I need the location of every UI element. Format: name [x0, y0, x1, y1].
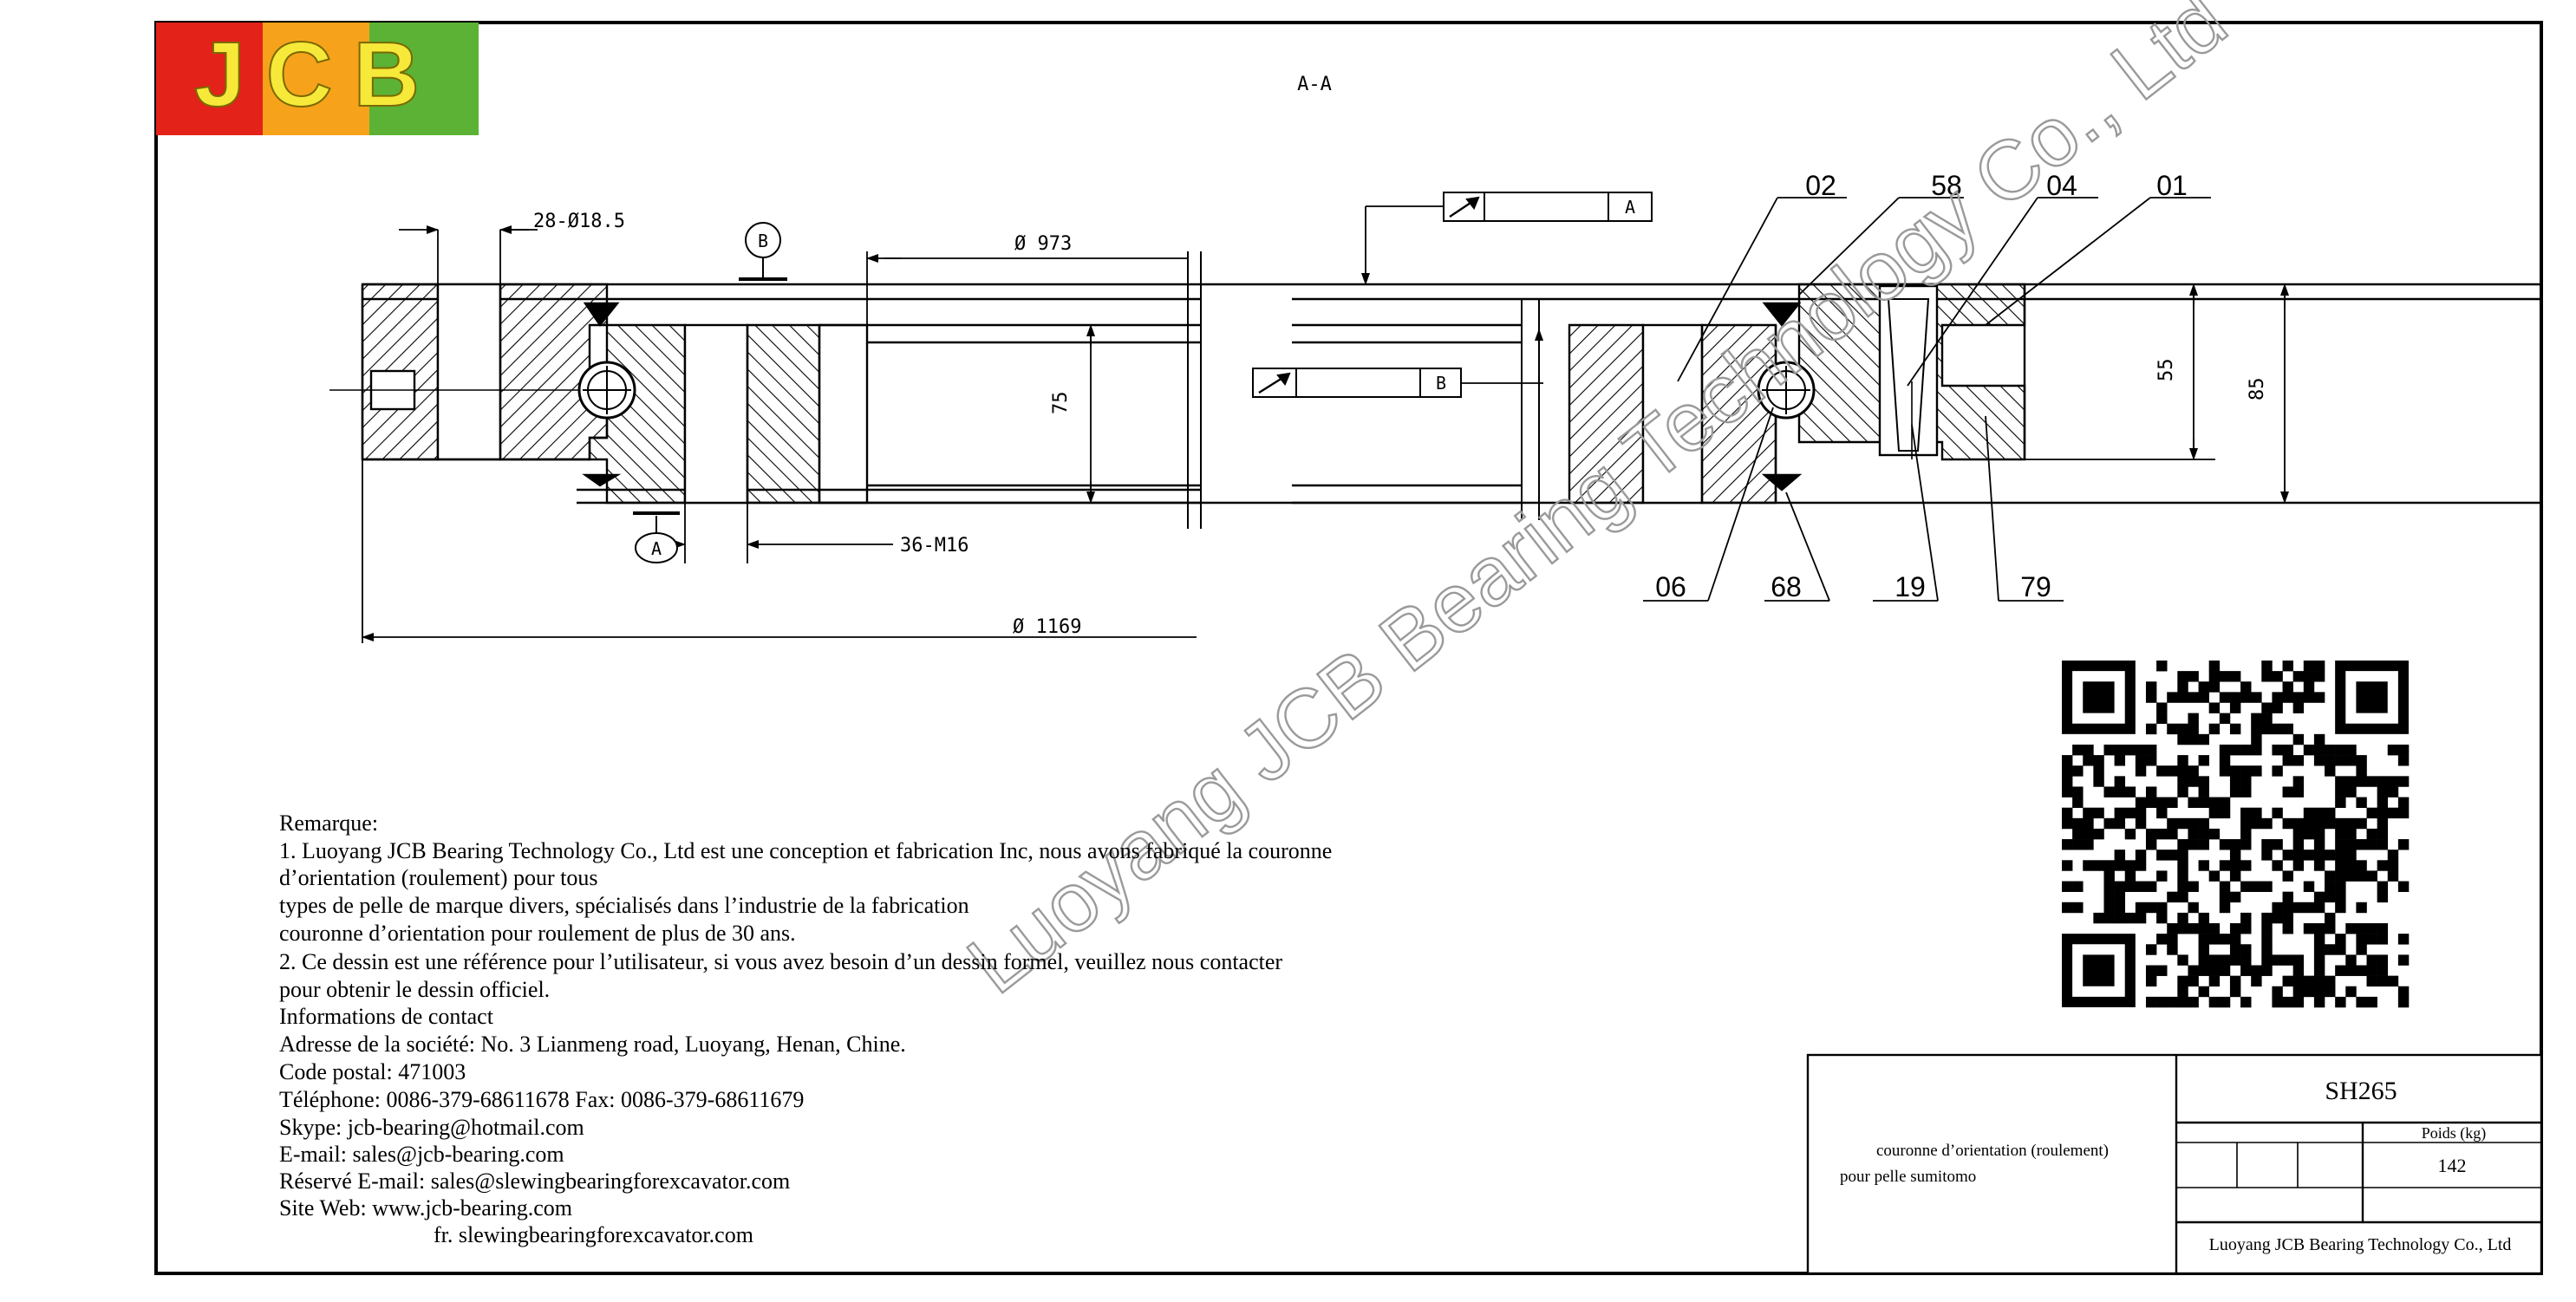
dim-height-55: 55 — [2155, 359, 2177, 382]
section-label: A-A — [1297, 74, 1332, 95]
dim-holes-inner: 36-M16 — [900, 535, 968, 557]
part-label-19: 19 — [1895, 571, 1926, 602]
title-block — [1806, 1053, 2543, 1275]
datum-b-label: B — [758, 231, 768, 251]
title-company: Luoyang JCB Bearing Technology Co., Ltd — [2209, 1235, 2512, 1254]
part-leaders — [1643, 197, 2211, 602]
logo-orange-block — [263, 23, 369, 135]
notes-block: Remarque: 1. Luoyang JCB Bearing Technol… — [279, 810, 1332, 1247]
title-weight-value: 142 — [2438, 1155, 2467, 1176]
part-labels: 02 58 04 01 06 68 19 79 — [1655, 170, 2188, 602]
note-line-14: Site Web: www.jcb-bearing.com — [279, 1195, 572, 1221]
note-line-9: Code postal: 471003 — [279, 1059, 466, 1084]
part-label-79: 79 — [2020, 571, 2051, 602]
logo-red-block — [156, 23, 263, 135]
dimension-labels: 28-Ø18.5 Ø 973 75 36-M16 Ø 1169 55 85 — [533, 211, 2268, 638]
tolerance-ref-a: A — [1625, 197, 1635, 218]
dim-holes-outer: 28-Ø18.5 — [533, 211, 625, 232]
part-label-58: 58 — [1931, 170, 1962, 201]
tolerance-frame-a — [1443, 192, 1653, 222]
dim-height-75: 75 — [1050, 392, 1072, 415]
dim-outer-diameter: Ø 1169 — [1013, 616, 1081, 638]
note-line-12: E-mail: sales@jcb-bearing.com — [279, 1142, 564, 1167]
note-line-15: fr. slewingbearingforexcavator.com — [434, 1222, 753, 1247]
part-label-68: 68 — [1771, 571, 1802, 602]
note-line-3: types de pelle de marque divers, spécial… — [279, 893, 969, 918]
datum-a — [633, 511, 680, 563]
title-description-1: couronne d’orientation (roulement) — [1876, 1142, 2109, 1160]
dim-inner-diameter: Ø 973 — [1014, 233, 1072, 255]
title-model: SH265 — [2325, 1077, 2397, 1105]
part-label-04: 04 — [2046, 170, 2077, 201]
note-line-1: 1. Luoyang JCB Bearing Technology Co., L… — [279, 838, 1332, 863]
cross-section — [329, 251, 2540, 529]
note-line-0: Remarque: — [279, 810, 378, 836]
datum-a-label: A — [651, 538, 662, 559]
tolerance-ref-b: B — [1436, 373, 1446, 394]
note-line-10: Téléphone: 0086-379-68611678 Fax: 0086-3… — [279, 1087, 804, 1112]
note-line-13: Réservé E-mail: sales@slewingbearingfore… — [279, 1169, 790, 1194]
datum-b — [739, 222, 787, 281]
note-line-5: 2. Ce dessin est une référence pour l’ut… — [279, 949, 1282, 974]
logo-green-block — [369, 23, 479, 135]
jcb-logo: JCB — [156, 23, 479, 135]
title-weight-label: Poids (kg) — [2422, 1124, 2487, 1143]
logo-text: JCB — [194, 23, 440, 126]
note-line-6: pour obtenir le dessin officiel. — [279, 977, 550, 1002]
note-line-4: couronne d’orientation pour roulement de… — [279, 921, 796, 946]
tolerance-frame-b — [1252, 368, 1462, 398]
note-line-2: d’orientation (roulement) pour tous — [279, 865, 598, 890]
note-line-11: Skype: jcb-bearing@hotmail.com — [279, 1115, 584, 1140]
part-label-06: 06 — [1655, 571, 1686, 602]
part-label-01: 01 — [2156, 170, 2188, 201]
part-label-02: 02 — [1805, 170, 1836, 201]
title-description-2: pour pelle sumitomo — [1840, 1168, 1976, 1186]
dim-height-85: 85 — [2247, 378, 2268, 401]
note-line-8: Adresse de la société: No. 3 Lianmeng ro… — [279, 1032, 906, 1057]
qr-code — [2062, 661, 2410, 1008]
dimension-lines — [362, 205, 2289, 643]
note-line-7: Informations de contact — [279, 1004, 494, 1029]
sheet-border — [154, 21, 2543, 1275]
